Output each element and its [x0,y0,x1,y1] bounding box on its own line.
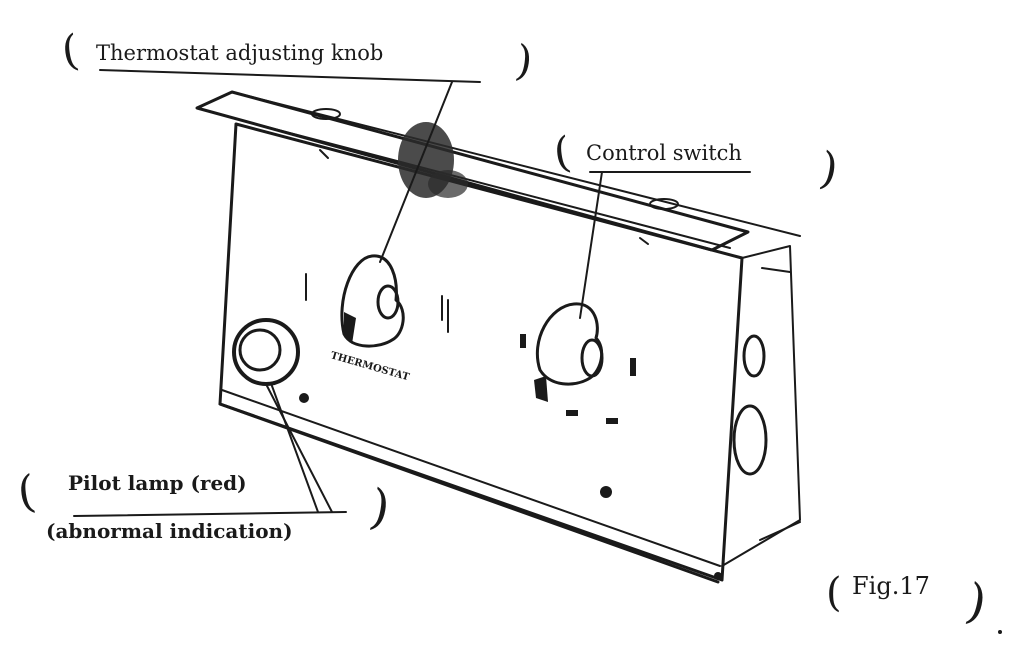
pilot-lamp [234,320,298,384]
svg-text:(: ( [59,25,82,76]
pilot-lamp-label-line1: Pilot lamp (red) [68,471,247,495]
svg-text:): ) [366,479,394,537]
figure-label: ( Fig.17 ) [826,570,1002,634]
control-switch[interactable] [520,304,636,424]
svg-text:): ) [962,573,992,632]
svg-text:(: ( [826,570,842,616]
thermostat-knob-label-text: Thermostat adjusting knob [96,41,383,65]
pilot-lamp-label-line2: (abnormal indication) [46,519,293,543]
control-switch-label-text: Control switch [586,141,742,165]
thermostat-knob[interactable]: THERMOSTAT [306,256,448,384]
thermostat-caption: THERMOSTAT [329,350,411,383]
pilot-lamp-label: ( Pilot lamp (red) (abnormal indication)… [14,466,394,543]
svg-text:(: ( [551,127,574,178]
front-panel [220,109,800,582]
control-switch-label: ( Control switch ) [551,127,842,196]
svg-text:(: ( [14,466,38,519]
figure-label-text: Fig.17 [852,572,930,600]
svg-text:): ) [513,35,536,86]
svg-text:): ) [816,143,842,196]
